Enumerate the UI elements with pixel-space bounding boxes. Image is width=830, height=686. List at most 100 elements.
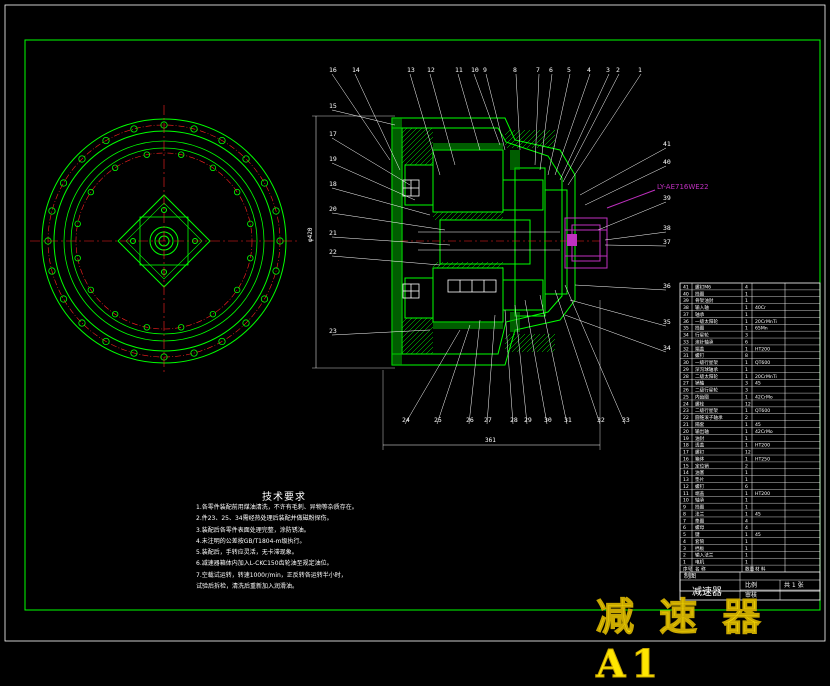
bom-qty: 1 bbox=[745, 436, 748, 442]
part-number: 26 bbox=[466, 416, 474, 424]
part-number: 38 bbox=[663, 224, 671, 232]
bom-name: 骨架油封 bbox=[695, 297, 714, 304]
bom-name: 输入轴 bbox=[695, 304, 709, 311]
bom-no: 39 bbox=[683, 298, 689, 304]
callout-leader bbox=[524, 299, 548, 425]
callout-leader bbox=[554, 73, 591, 176]
tech-requirement-item: 2.件23、25、34需经热处理后装配并做磁粉探伤。 bbox=[196, 515, 333, 523]
bom-material: HT250 bbox=[755, 456, 770, 462]
part-number: 21 bbox=[329, 229, 337, 237]
callout-leader bbox=[569, 299, 667, 327]
part-number: 13 bbox=[407, 66, 415, 74]
inner-bolt-holes bbox=[74, 151, 254, 331]
callout-leader bbox=[404, 329, 461, 425]
bom-qty: 1 bbox=[745, 312, 748, 318]
part-number: 5 bbox=[567, 66, 571, 74]
bolt-hole bbox=[48, 207, 56, 215]
bom-name: 电机 bbox=[695, 559, 705, 566]
callout-leader bbox=[457, 73, 481, 151]
bom-material: 20CrMnTi bbox=[755, 319, 777, 325]
bom-qty: 1 bbox=[745, 319, 748, 325]
callout-leader bbox=[331, 109, 396, 126]
bom-header-qty: 数量 bbox=[745, 566, 755, 573]
bom-material: 40Cr bbox=[755, 305, 766, 311]
part-number: 23 bbox=[329, 327, 337, 335]
bolt-hole bbox=[218, 136, 226, 145]
callout-leader bbox=[562, 73, 620, 183]
bom-name: 油封 bbox=[695, 435, 705, 442]
callout-leader bbox=[486, 314, 496, 425]
bom-name: 垫片 bbox=[695, 476, 705, 483]
bom-material: 45 bbox=[755, 422, 761, 428]
bolt-hole bbox=[102, 337, 110, 346]
bolt-hole bbox=[130, 125, 138, 133]
part-number: 32 bbox=[597, 416, 605, 424]
bom-qty: 1 bbox=[745, 394, 748, 400]
part-number: 18 bbox=[329, 180, 337, 188]
part-number: 3 bbox=[606, 66, 610, 74]
bom-qty: 6 bbox=[745, 339, 748, 345]
bom-no: 17 bbox=[683, 450, 689, 456]
bom-qty: 1 bbox=[745, 374, 748, 380]
bom-no: 14 bbox=[683, 470, 689, 476]
bom-name: 轴承 bbox=[695, 497, 705, 504]
bolt-hole bbox=[78, 319, 86, 327]
bom-material: 20CrMnTi bbox=[755, 374, 777, 380]
section-view: φ420 361 bbox=[307, 115, 709, 450]
callout-leader bbox=[539, 294, 568, 425]
part-number: 17 bbox=[329, 130, 337, 138]
bom-name: 二级太阳轮 bbox=[695, 373, 718, 380]
bom-name: 输入法兰 bbox=[695, 552, 714, 559]
bom-name: 行星轮 bbox=[695, 332, 709, 339]
bom-no: 2 bbox=[683, 553, 686, 559]
bom-material: 45 bbox=[755, 532, 761, 538]
bom-qty: 1 bbox=[745, 477, 748, 483]
title-block-sheet: 共 1 张 bbox=[784, 581, 804, 589]
bom-qty: 1 bbox=[745, 429, 748, 435]
bom-name: 轴承 bbox=[695, 311, 705, 318]
bom-qty: 1 bbox=[745, 505, 748, 511]
callout-leader bbox=[584, 165, 667, 206]
bolt-hole bbox=[242, 155, 250, 163]
callout-leader bbox=[473, 73, 501, 146]
tech-requirement-item: 1.各零件装配前用煤油清洗，不许有毛刺、异物等杂质存在。 bbox=[196, 504, 358, 511]
seal-callout: LY-AE716WE22 bbox=[657, 183, 709, 191]
bom-no: 29 bbox=[683, 367, 689, 373]
part-number: 24 bbox=[402, 416, 410, 424]
bom-name: 深沟球轴承 bbox=[695, 366, 718, 373]
part-number: 7 bbox=[536, 66, 540, 74]
part-number: 29 bbox=[524, 416, 532, 424]
bolt-hole bbox=[272, 267, 280, 275]
bom-qty: 1 bbox=[745, 326, 748, 332]
part-number: 34 bbox=[663, 344, 671, 352]
callout-leader bbox=[331, 187, 431, 216]
bom-name: 套筒 bbox=[695, 538, 705, 545]
title-block: 减速器 比例 共 1 张 制图 审核 bbox=[679, 571, 821, 601]
bom-qty: 4 bbox=[745, 284, 748, 290]
inner-hole bbox=[143, 324, 151, 331]
bom-no: 6 bbox=[683, 525, 686, 531]
bom-no: 18 bbox=[683, 443, 689, 449]
part-number: 30 bbox=[544, 416, 552, 424]
bom-no: 35 bbox=[683, 326, 689, 332]
bom-no: 15 bbox=[683, 463, 689, 469]
bom-header-no: 序号 bbox=[683, 566, 693, 573]
bom-header-name: 名 称 bbox=[695, 566, 706, 573]
part-number: 22 bbox=[329, 248, 337, 256]
part-number: 20 bbox=[329, 205, 337, 213]
callout-leader bbox=[331, 329, 431, 336]
part-number: 40 bbox=[663, 158, 671, 166]
bom-name: 螺钉M6 bbox=[695, 283, 711, 290]
callout-leader bbox=[604, 244, 667, 247]
bom-material: 42CrMo bbox=[755, 394, 773, 400]
bom-no: 26 bbox=[683, 388, 689, 394]
bom-no: 34 bbox=[683, 333, 689, 339]
bom-no: 9 bbox=[683, 505, 686, 511]
bom-qty: 1 bbox=[745, 443, 748, 449]
bom-no: 22 bbox=[683, 415, 689, 421]
bom-no: 10 bbox=[683, 498, 689, 504]
tech-requirement-item: 4.未注明的公差按GB/T1804-m级执行。 bbox=[196, 537, 306, 545]
bolt-hole bbox=[59, 295, 68, 303]
bom-no: 7 bbox=[683, 518, 686, 524]
